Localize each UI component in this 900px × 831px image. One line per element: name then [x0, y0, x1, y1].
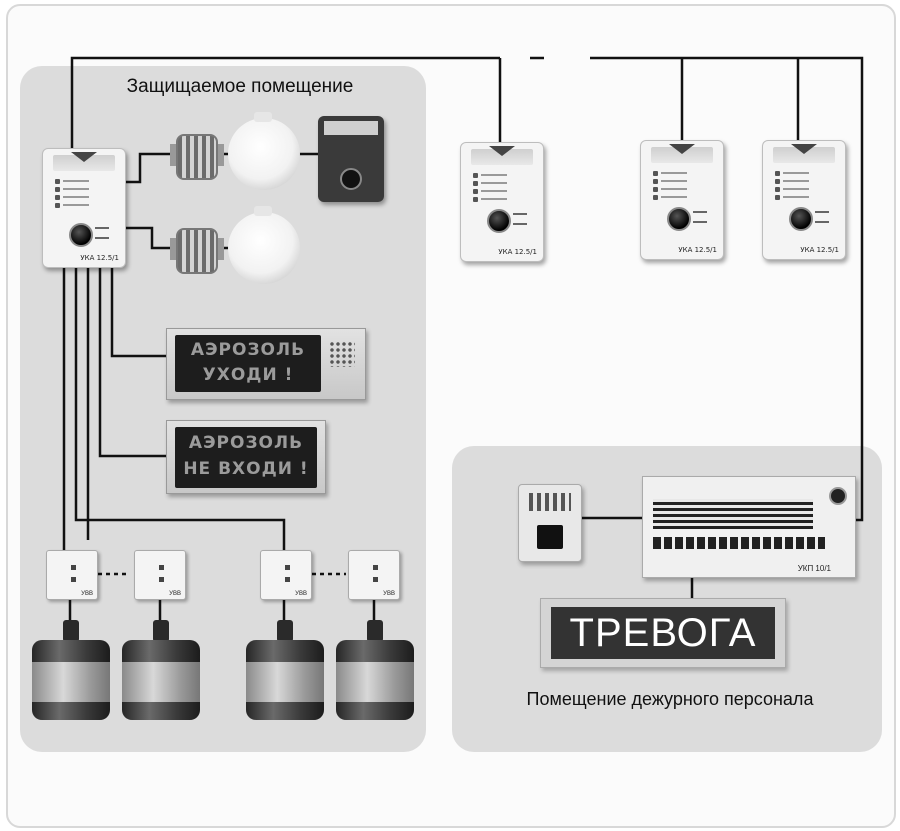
- sign-line-2: УХОДИ !: [202, 365, 294, 385]
- protected-room-title: Защищаемое помещение: [126, 76, 354, 97]
- relay-icon: [170, 228, 224, 274]
- module-uvv: УВВ: [46, 550, 98, 600]
- manual-start-device: [318, 116, 384, 202]
- module-uvv: УВВ: [134, 550, 186, 600]
- aerosol-generator-icon: [246, 620, 324, 722]
- start-button-icon: [340, 168, 362, 190]
- uka-control-unit: УКА 12.5/1: [640, 140, 724, 260]
- start-button-icon: [789, 207, 813, 231]
- uka-control-unit: УКА 12.5/1: [42, 148, 126, 268]
- ukp-control-panel: УКП 10/1: [642, 476, 856, 578]
- sign-line-2: НЕ ВХОДИ !: [183, 459, 309, 479]
- sensor-wire: [124, 152, 176, 184]
- aerosol-generator-icon: [32, 620, 110, 722]
- start-button-icon: [667, 207, 691, 231]
- alarm-text: ТРЕВОГА: [551, 607, 775, 659]
- aerosol-generator-icon: [122, 620, 200, 722]
- bus-wire: [590, 56, 864, 522]
- start-button-icon: [69, 223, 93, 247]
- power-switch-icon: [537, 525, 563, 549]
- sign-line-1: АЭРОЗОЛЬ: [190, 340, 306, 360]
- relay-icon: [170, 134, 224, 180]
- aerosol-generator-icon: [336, 620, 414, 722]
- sign-line-1: АЭРОЗОЛЬ: [188, 433, 304, 453]
- sign-wire: [98, 264, 166, 458]
- smoke-detector-icon: [228, 112, 300, 190]
- speaker-grill-icon: [329, 341, 355, 367]
- sensor-wire: [124, 226, 176, 250]
- duty-room-title: Помещение дежурного персонала: [526, 689, 814, 709]
- smoke-detector-icon: [228, 206, 300, 284]
- uka-control-unit: УКА 12.5/1: [460, 142, 544, 262]
- start-button-icon: [487, 209, 511, 233]
- key-switch-icon: [829, 487, 847, 505]
- exit-sign-leave: АЭРОЗОЛЬ УХОДИ !: [166, 328, 366, 400]
- module-uvv: УВВ: [348, 550, 400, 600]
- power-supply-icon: [518, 484, 582, 562]
- uka-control-unit: УКА 12.5/1: [762, 140, 846, 260]
- exit-sign-no-entry: АЭРОЗОЛЬ НЕ ВХОДИ !: [166, 420, 326, 494]
- sign-wire: [110, 264, 166, 358]
- module-uvv: УВВ: [260, 550, 312, 600]
- alarm-panel: ТРЕВОГА: [540, 598, 786, 668]
- bus-wire: [70, 56, 500, 148]
- module-wire: [74, 264, 286, 550]
